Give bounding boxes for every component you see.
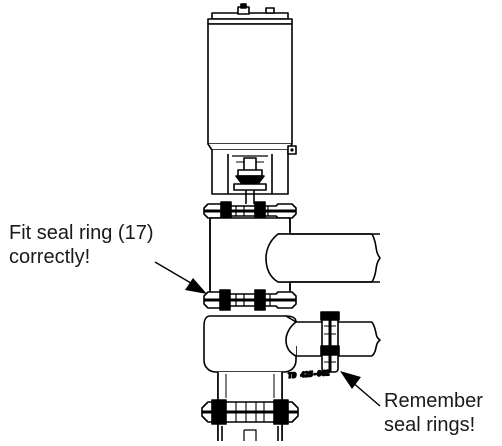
remember-callout: Remember seal rings! bbox=[384, 389, 483, 437]
upper-side-pipe bbox=[265, 233, 381, 283]
lower-valve-body bbox=[203, 315, 297, 373]
lantern-yoke bbox=[211, 145, 297, 204]
remember-callout-line2: seal rings! bbox=[384, 414, 476, 436]
remember-arrow bbox=[340, 371, 381, 407]
actuator-cap bbox=[207, 3, 293, 25]
bottom-fitting bbox=[221, 426, 279, 441]
seal-ring-callout: Fit seal ring (17) correctly! bbox=[9, 221, 154, 269]
side-clamp bbox=[320, 311, 340, 373]
bottom-clamp bbox=[201, 399, 299, 425]
top-clamp bbox=[203, 201, 297, 221]
middle-clamp bbox=[203, 289, 297, 311]
seal-ring-callout-line2: correctly! bbox=[9, 246, 91, 268]
remember-callout-line1: Remember bbox=[384, 390, 483, 412]
seal-ring-arrow bbox=[154, 261, 207, 294]
actuator-body bbox=[207, 23, 293, 151]
seal-ring-callout-line1: Fit seal ring (17) bbox=[9, 222, 154, 244]
drawing-code: TD 425-062 bbox=[288, 369, 331, 380]
